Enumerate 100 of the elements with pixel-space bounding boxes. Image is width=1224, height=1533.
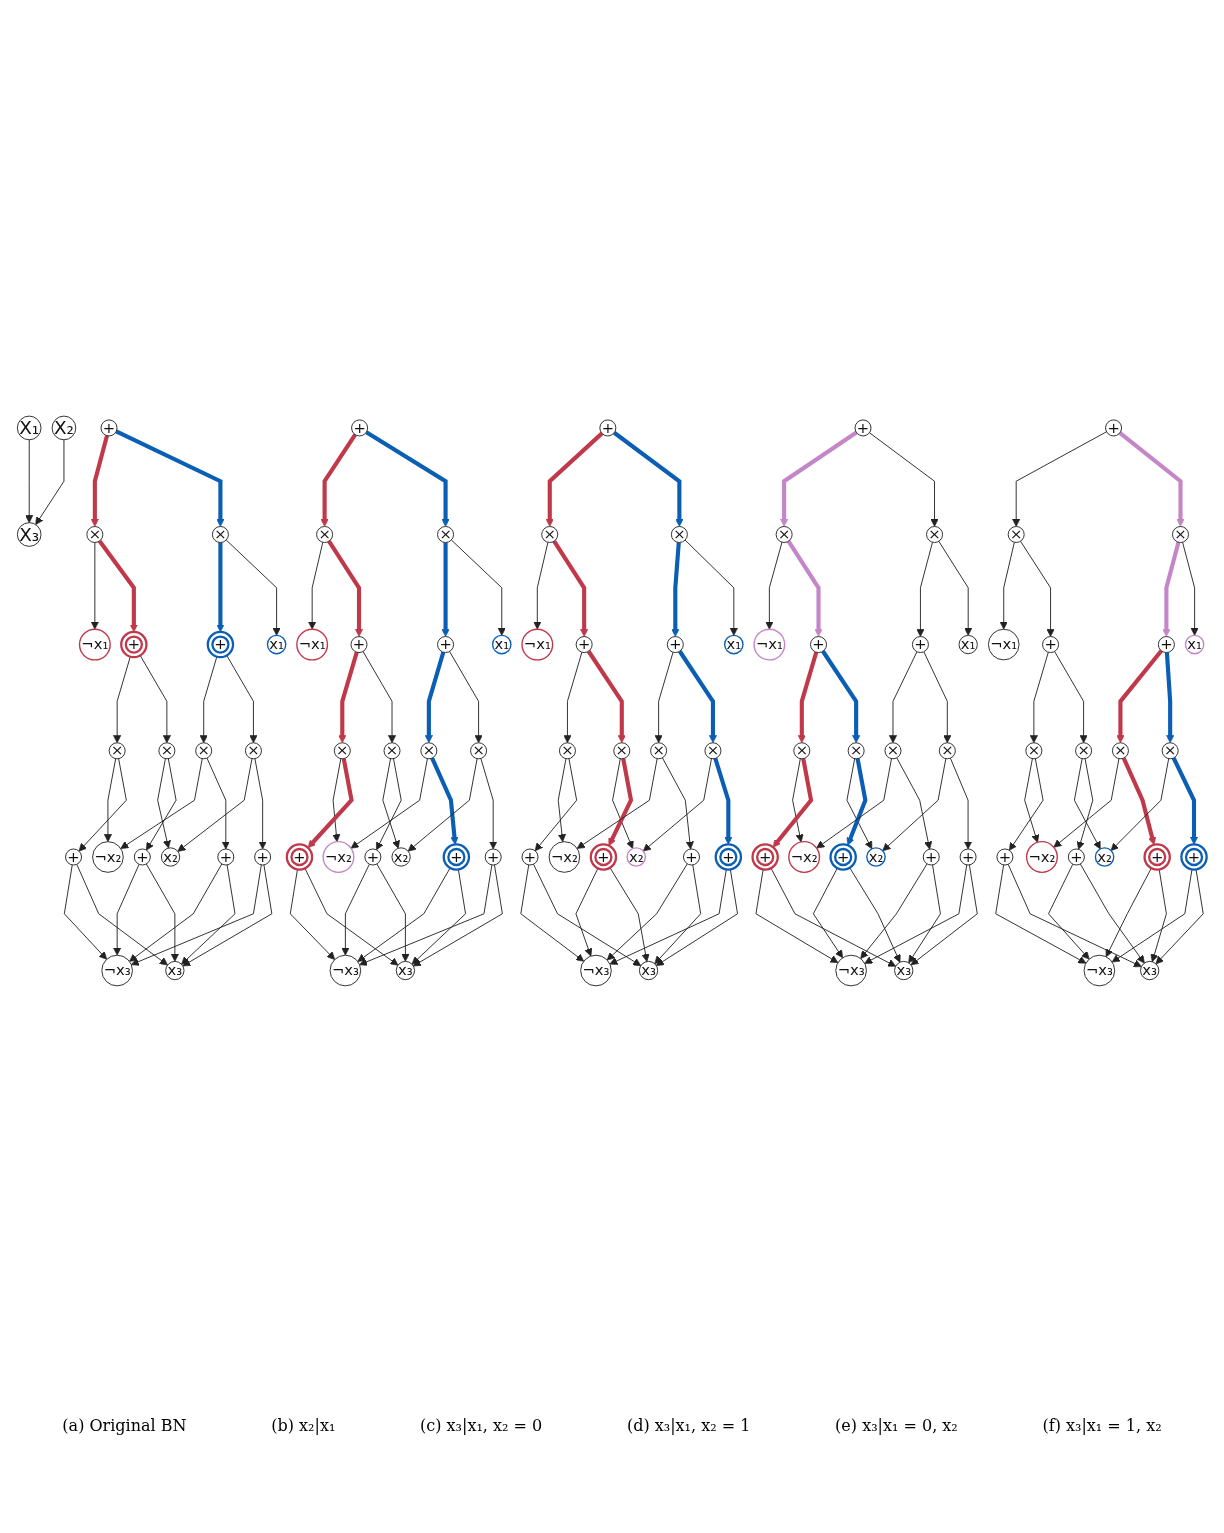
node-circle: + — [666, 636, 684, 654]
node-circle: + — [350, 636, 368, 654]
node-circle: + — [1105, 419, 1123, 437]
arrow — [780, 430, 858, 527]
node-circle: X₁ — [16, 415, 42, 441]
node-circle: + — [100, 419, 118, 437]
arrow — [1162, 541, 1181, 637]
node-circle: ¬x₂ — [548, 841, 581, 873]
arrow — [97, 539, 138, 633]
panel-caption: (a) Original BN — [62, 1416, 187, 1435]
node-circle: + — [599, 419, 617, 437]
node-circle: ¬x₂ — [788, 840, 821, 874]
node-circle: ¬x₂ — [322, 840, 355, 874]
node-circle: × — [108, 742, 126, 760]
node-circle: x₁ — [958, 634, 978, 655]
node-circle: ¬x₃ — [835, 954, 867, 987]
node-circle: + — [1143, 843, 1171, 871]
arrow — [797, 651, 819, 744]
node-circle: x₁ — [266, 634, 287, 655]
node-circle: × — [670, 526, 688, 543]
panel-caption: (d) x₃|x₁, x₂ = 1 — [626, 1416, 751, 1435]
node-circle: + — [810, 636, 827, 654]
node-circle: ¬x₁ — [78, 628, 111, 661]
node-circle: × — [1007, 526, 1025, 543]
node-circle: + — [589, 843, 618, 871]
node-circle: × — [704, 742, 722, 760]
arrow — [1171, 757, 1199, 845]
node-circle: x₂ — [866, 847, 886, 867]
panel-caption: (f) x₃|x₁ = 1, x₂ — [1042, 1416, 1162, 1435]
node-circle: x₁ — [723, 634, 744, 655]
arrow — [678, 650, 717, 744]
node-circle: x₂ — [160, 847, 181, 867]
node-circle: + — [996, 848, 1014, 866]
node-circle: + — [364, 848, 382, 866]
node-circle: + — [959, 848, 977, 866]
node-circle: x₂ — [1094, 847, 1115, 867]
panel-caption: (e) x₃|x₁ = 0, x₂ — [835, 1416, 958, 1435]
node-circle: + — [437, 636, 455, 654]
arrow — [327, 540, 364, 637]
node-circle: ¬x₃ — [101, 954, 133, 987]
node-circle: X₃ — [16, 522, 42, 547]
node-circle: ¬x₁ — [753, 628, 786, 661]
arrow — [552, 540, 589, 637]
arrow — [545, 431, 604, 527]
arrow — [671, 542, 681, 637]
node-circle: ¬x₁ — [521, 628, 554, 661]
node-circle: + — [206, 630, 235, 659]
node-circle: × — [1161, 742, 1179, 760]
arrow — [1116, 649, 1163, 744]
node-circle: × — [244, 742, 262, 760]
node-circle: × — [541, 526, 559, 543]
node-circle: x₃ — [1140, 960, 1160, 981]
node-circle: + — [217, 848, 235, 866]
arrow — [1164, 652, 1175, 744]
node-circle: + — [120, 630, 148, 659]
node-circle: + — [854, 419, 872, 437]
arrow — [613, 431, 684, 527]
node-circle: × — [613, 742, 631, 760]
node-circle: ¬x₂ — [1025, 840, 1058, 874]
panel-caption: (c) x₃|x₁, x₂ = 0 — [420, 1416, 543, 1435]
node-circle: x₁ — [491, 634, 512, 655]
node-circle: × — [437, 526, 455, 543]
node-circle: × — [884, 742, 902, 760]
node-circle: + — [133, 848, 151, 866]
arrow — [846, 758, 868, 846]
arrow — [115, 429, 225, 527]
node-circle: × — [558, 742, 576, 760]
node-circle: x₃ — [638, 960, 659, 981]
arrow — [786, 540, 823, 637]
node-circle: + — [683, 848, 700, 866]
node-circle: + — [1067, 848, 1085, 866]
arrow — [365, 430, 450, 527]
node-circle: + — [521, 848, 539, 866]
node-circle: + — [442, 843, 471, 871]
node-circle: × — [926, 526, 943, 543]
node-circle: × — [420, 742, 438, 760]
node-circle: + — [1180, 843, 1208, 871]
arrow — [216, 542, 225, 633]
arrow — [1121, 757, 1157, 846]
arrow — [713, 757, 733, 845]
node-circle: + — [911, 636, 929, 654]
node-circle: × — [938, 742, 956, 760]
arrow — [441, 542, 450, 637]
arrow — [424, 651, 446, 744]
arrow — [821, 650, 861, 744]
arrow — [338, 651, 359, 744]
arrow — [430, 757, 459, 845]
node-circle: x₂ — [626, 847, 647, 867]
node-circle: ¬x₂ — [92, 841, 124, 873]
node-circle: × — [1075, 742, 1093, 760]
node-circle: x₃ — [894, 960, 914, 981]
node-circle: × — [211, 526, 229, 543]
node-circle: × — [470, 742, 488, 760]
node-circle: × — [316, 526, 334, 543]
node-circle: × — [383, 742, 401, 760]
node-circle: × — [1025, 742, 1043, 760]
node-circle: × — [195, 742, 213, 760]
node-circle: x₃ — [165, 960, 185, 981]
node-circle: + — [922, 848, 940, 866]
node-circle: x₂ — [391, 847, 411, 867]
